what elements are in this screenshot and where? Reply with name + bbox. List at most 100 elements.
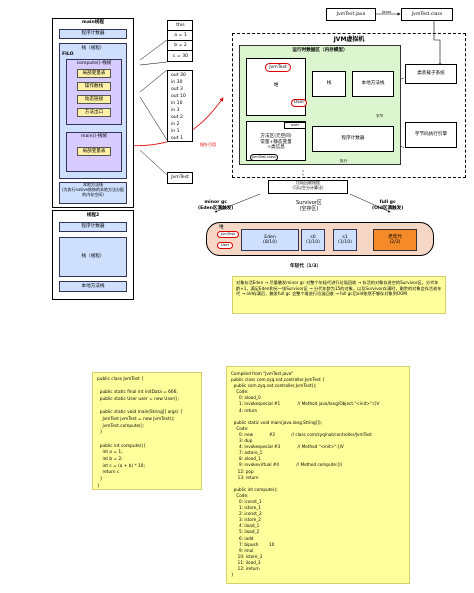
bytecode-line: 9: imul <box>231 547 254 553</box>
bytecode-line: Code: <box>231 425 249 431</box>
source-line <box>97 437 183 444</box>
jvm-panel: JVM虚拟机 运行时数据区（内存模型） 堆 JvmTest User 栈 本地方… <box>232 33 466 178</box>
bytecode-line: 2: iconst_2 <box>231 511 262 517</box>
main-local-vars: 局部变量表 <box>77 147 111 156</box>
eden-obj-jvmtest: JvmTest <box>217 231 239 238</box>
bytecode-line: public class com.zyq.nat.controller.JvmT… <box>231 377 325 383</box>
bytecode-line: 0: iconst_1 <box>231 498 262 504</box>
main-thread-panel: main线程 程序计数器 栈（线程） FILO compute()-栈帧 局部变… <box>52 18 134 208</box>
class-file-box: JvmTest.class <box>401 8 453 21</box>
main-stack-title: 栈（线程） <box>81 46 105 51</box>
locals-row: a = 1 <box>168 31 193 41</box>
source-line: } <box>97 476 103 482</box>
survivor-label: Survivor区 (空存区) <box>296 200 322 212</box>
source-line: public int compute(){ <box>97 443 147 449</box>
compute-local-vars: 局部变量表 <box>77 69 111 78</box>
main-stack: 栈（线程） FILO compute()-栈帧 局部变量表 操作数栈 动态链接 … <box>59 43 127 179</box>
class-file-label: JvmTest.class <box>411 11 443 17</box>
stack-op: in 3 <box>171 108 180 113</box>
main-pc: 程序计数器 <box>59 29 127 39</box>
compute-frame-title: compute()-栈帧 <box>76 61 112 66</box>
thread2-panel: 线程2 程序计数器 栈（线程） 本地方法栈 <box>52 210 134 300</box>
jvm-stack-box: 栈 <box>312 71 346 97</box>
runtime-area-title: 运行时数据区（内存模型） <box>292 48 348 53</box>
bytecode-line: 1: invokespecial #1 // Method java/lang/… <box>231 401 380 407</box>
source-line: jvmTest.compute(); <box>97 423 144 429</box>
stack-op: out 3 <box>171 87 183 92</box>
compute-frame: compute()-栈帧 局部变量表 操作数栈 动态链接 方法出口 <box>66 59 122 125</box>
heap-gen-label: 堆 <box>219 225 224 230</box>
java-file-label: JvmTest.java <box>336 11 366 17</box>
minor-gc-label: minor gc (Eden区满触发) <box>198 200 234 211</box>
operand-stack-ops: out 30 in 30 out 3 out 10 in 10 in 3 out… <box>167 70 193 142</box>
bytecode-line: 9: invokevirtual #4 // Method compute:()… <box>231 462 342 468</box>
heap-user-obj: User <box>291 99 307 107</box>
jvm-label-1: 字节 <box>376 114 384 118</box>
locals-table: this a = 1 b = 2 c = 30 <box>167 20 193 62</box>
source-line: public static final int initData = 666; <box>97 390 178 396</box>
bytecode-line: } <box>231 572 234 578</box>
javac-label: javac <box>382 10 392 14</box>
compute-method-exit: 方法出口 <box>77 108 111 117</box>
jvm-label-2: 执行 <box>340 159 348 163</box>
jvmtest-object-box: JvmTest <box>167 172 193 184</box>
main-native-stack-title: 本地方法栈 <box>83 182 103 187</box>
stack-op: in 30 <box>171 80 183 85</box>
stack-op: out 30 <box>171 73 186 78</box>
pointer-ref-label: 指针引用 <box>200 142 216 147</box>
compute-dynamic-link: 动态链接 <box>77 95 111 104</box>
s0-region: s0 (1/10) <box>301 229 325 251</box>
eden-region: Eden (8/10) <box>241 229 299 251</box>
thread2-stack: 栈（线程） <box>59 237 127 277</box>
thread2-native-stack: 本地方法栈 <box>59 281 127 292</box>
exec-engine-box: 字节码执行引擎 <box>405 122 457 148</box>
jvmtest-class-tag: JvmTest.class <box>250 154 278 161</box>
stack-op: in 10 <box>171 101 183 106</box>
bytecode-line: public com.zyq.nat.controller.JvmTest(); <box>231 383 317 389</box>
runtime-data-area: 运行时数据区（内存模型） 堆 JvmTest User 栈 本地方法栈 方法区(… <box>239 45 401 165</box>
bytecode-line: public static void main(java.lang.String… <box>231 419 322 425</box>
compute-operand-stack: 操作数栈 <box>77 82 111 91</box>
stack-op: in 1 <box>171 129 180 134</box>
bytecode-line: 10: istore_3 <box>231 553 263 559</box>
user-class-tag: user <box>284 122 306 129</box>
bytecode-line: 13: return <box>231 474 259 480</box>
stack-op: out 1 <box>171 136 183 141</box>
source-line: public static User user = new User(); <box>97 396 179 402</box>
bytecode-line: Code: <box>231 389 249 395</box>
locals-row: c = 30 <box>172 53 189 59</box>
gc-thread-box: 垃圾回收线程 （可以生分计算法） <box>268 180 348 194</box>
bytecode-line: public int compute(); <box>231 486 278 492</box>
eden-obj-user: User <box>217 242 233 249</box>
bytecode-line: 6: iadd <box>231 535 254 541</box>
jvm-title: JVM虚拟机 <box>333 36 365 43</box>
heap-box: 堆 JvmTest User <box>246 58 307 116</box>
source-line: } <box>97 430 103 436</box>
bytecode-lines: Compiled from "JvmTest.java"public class… <box>231 371 379 578</box>
bytecode-line: 3: istore_2 <box>231 517 261 523</box>
bytecode-note: Compiled from "JvmTest.java"public class… <box>226 366 410 584</box>
thread2-pc: 程序计数器 <box>59 222 127 232</box>
bytecode-line: 7: astore_1 <box>231 450 263 456</box>
source-line: JvmTest jvmTest = new JvmTest(); <box>97 416 175 422</box>
java-file-box: JvmTest.java <box>326 8 376 21</box>
stack-op: out 10 <box>171 94 186 99</box>
jvm-native-stack-box: 本地方法栈 <box>352 71 394 97</box>
bytecode-line: Code: <box>231 492 249 498</box>
heap-jvmtest-obj: JvmTest <box>265 63 291 72</box>
main-native-stack-note: (为执行native修饰的本地方法分配的内存空间) <box>61 186 125 197</box>
locals-row: b = 2 <box>168 41 193 51</box>
filo-label: FILO <box>62 52 74 57</box>
bytecode-line: 4: return <box>231 407 258 413</box>
class-loader-box: 类装载子系统 <box>405 64 457 84</box>
bytecode-line: 3: dup <box>231 438 253 444</box>
main-thread-title: main线程 <box>82 20 104 26</box>
bytecode-line: 4: iload_1 <box>231 523 260 529</box>
source-line: public static void main(String[] args) { <box>97 410 183 416</box>
heap-generations: 堆 JvmTest User Eden (8/10) s0 (1/10) s1 … <box>206 222 434 256</box>
bytecode-line: 4: invokespecial #3 // Method "<init>":(… <box>231 444 344 450</box>
bytecode-line: 12: ireturn <box>231 566 260 571</box>
stack-op: out 2 <box>171 115 183 120</box>
bytecode-line: Compiled from "JvmTest.java" <box>231 371 294 376</box>
bytecode-line: 1: istore_1 <box>231 505 261 511</box>
